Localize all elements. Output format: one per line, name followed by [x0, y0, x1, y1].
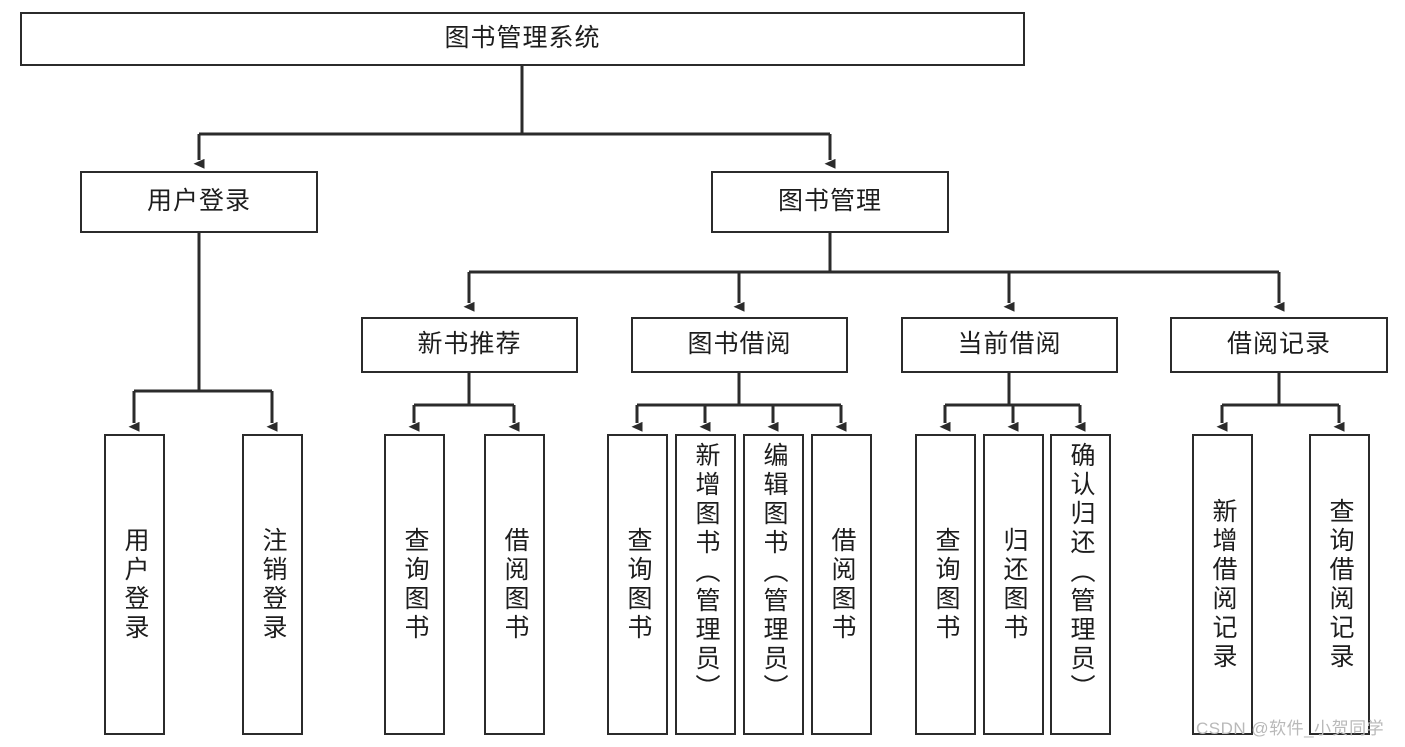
- node-root-label: 图书管理系统: [444, 24, 601, 53]
- leaf-query-record[interactable]: 查询借阅记录: [1309, 434, 1370, 735]
- leaf-borrow-book-2[interactable]: 借阅图书: [811, 434, 872, 735]
- leaf-return-book[interactable]: 归还图书: [983, 434, 1044, 735]
- leaf-edit-book[interactable]: 编辑图书（管理员）: [743, 434, 804, 735]
- leaf-borrow-book-2-label: 借阅图书: [828, 526, 856, 643]
- leaf-confirm-return[interactable]: 确认归还（管理员）: [1050, 434, 1111, 735]
- leaf-query-book-3-label: 查询图书: [932, 526, 960, 643]
- leaf-add-record-label: 新增借阅记录: [1209, 497, 1237, 672]
- leaf-add-book-label: 新增图书（管理员）: [692, 442, 720, 703]
- leaf-add-record[interactable]: 新增借阅记录: [1192, 434, 1253, 735]
- node-current-borrow[interactable]: 当前借阅: [901, 317, 1118, 373]
- node-root[interactable]: 图书管理系统: [20, 12, 1025, 66]
- node-user-login-label: 用户登录: [146, 187, 251, 216]
- node-new-book-recommend[interactable]: 新书推荐: [361, 317, 578, 373]
- leaf-query-book-1-label: 查询图书: [401, 526, 429, 643]
- leaf-edit-book-label: 编辑图书（管理员）: [760, 442, 788, 703]
- node-book-borrow[interactable]: 图书借阅: [631, 317, 848, 373]
- leaf-query-record-label: 查询借阅记录: [1326, 497, 1354, 672]
- leaf-logout[interactable]: 注销登录: [242, 434, 303, 735]
- node-borrow-record-label: 借阅记录: [1226, 330, 1331, 359]
- leaf-borrow-book-1[interactable]: 借阅图书: [484, 434, 545, 735]
- node-borrow-record[interactable]: 借阅记录: [1170, 317, 1388, 373]
- leaf-user-login-label: 用户登录: [121, 526, 149, 643]
- watermark: CSDN @软件_小贺同学: [1196, 719, 1385, 738]
- leaf-borrow-book-1-label: 借阅图书: [501, 526, 529, 643]
- node-new-book-recommend-label: 新书推荐: [417, 330, 522, 359]
- node-current-borrow-label: 当前借阅: [957, 330, 1062, 359]
- node-book-manage-label: 图书管理: [777, 187, 882, 216]
- leaf-add-book[interactable]: 新增图书（管理员）: [675, 434, 736, 735]
- node-book-borrow-label: 图书借阅: [687, 330, 792, 359]
- leaf-logout-label: 注销登录: [259, 526, 287, 643]
- node-user-login[interactable]: 用户登录: [80, 171, 318, 233]
- leaf-query-book-3[interactable]: 查询图书: [915, 434, 976, 735]
- leaf-query-book-1[interactable]: 查询图书: [384, 434, 445, 735]
- leaf-confirm-return-label: 确认归还（管理员）: [1067, 442, 1095, 703]
- leaf-return-book-label: 归还图书: [1000, 526, 1028, 643]
- node-book-manage[interactable]: 图书管理: [711, 171, 949, 233]
- leaf-user-login[interactable]: 用户登录: [104, 434, 165, 735]
- leaf-query-book-2[interactable]: 查询图书: [607, 434, 668, 735]
- leaf-query-book-2-label: 查询图书: [624, 526, 652, 643]
